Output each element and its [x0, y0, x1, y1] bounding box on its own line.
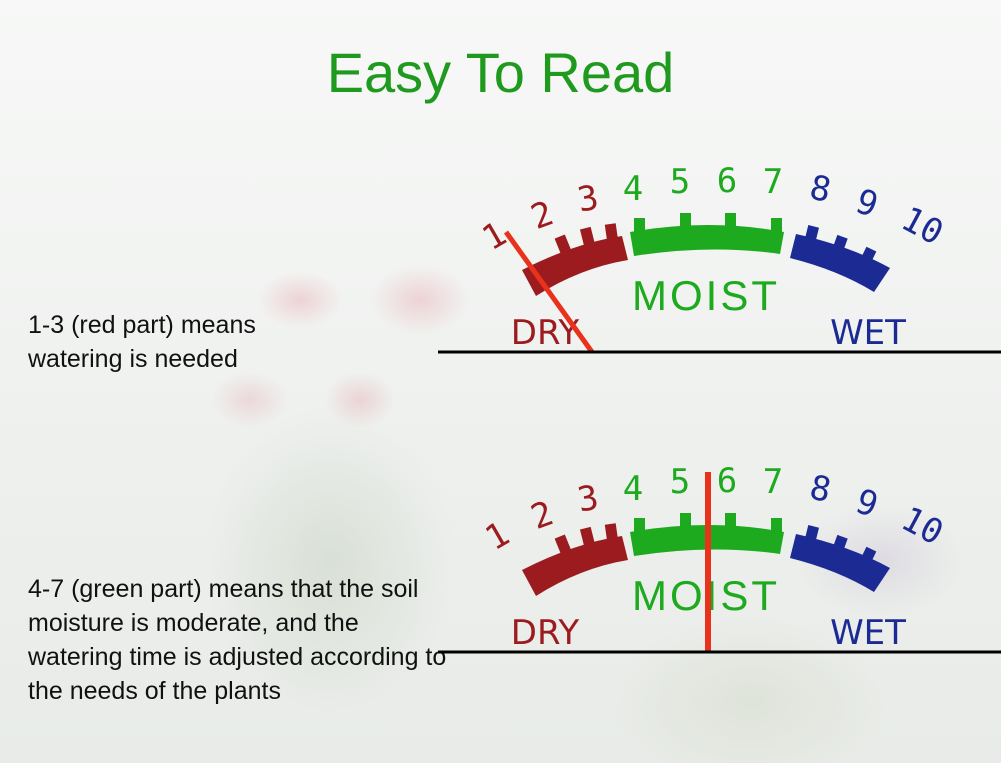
gauge-scale-numbers: 1 2 3 4 5 6 7 8 9 10 — [479, 461, 950, 559]
dry-label: DRY — [511, 613, 580, 653]
dry-zone-arc — [522, 536, 628, 596]
wet-zone-arc — [790, 534, 890, 592]
scale-number-6: 6 — [717, 161, 737, 201]
dry-zone-arc — [522, 236, 628, 296]
description-moist: 4-7 (green part) means that the soil moi… — [28, 575, 447, 705]
scale-number-7: 7 — [763, 162, 783, 202]
scale-number-2: 2 — [526, 493, 559, 538]
moist-label: MOIST — [632, 272, 780, 319]
needle-1 — [503, 230, 595, 354]
scale-number-1: 1 — [479, 514, 517, 559]
wet-zone-arc — [790, 234, 890, 292]
scale-number-10: 10 — [895, 499, 950, 554]
description-dry: 1-3 (red part) means watering is needed — [28, 311, 256, 373]
wet-label: WET — [830, 613, 906, 653]
moist-zone-arc — [630, 225, 784, 256]
gauge-arc — [522, 213, 890, 296]
moist-label: MOIST — [632, 572, 780, 619]
scale-number-9: 9 — [850, 481, 883, 526]
scale-number-8: 8 — [806, 468, 834, 511]
scale-number-4: 4 — [623, 469, 643, 509]
scale-number-7: 7 — [763, 462, 783, 502]
scale-number-3: 3 — [575, 478, 602, 521]
scale-number-4: 4 — [623, 169, 643, 209]
wet-label: WET — [830, 313, 906, 353]
scale-number-5: 5 — [670, 162, 690, 202]
scale-number-6: 6 — [717, 461, 737, 501]
scale-number-5: 5 — [670, 462, 690, 502]
page-title: Easy To Read — [326, 41, 675, 104]
